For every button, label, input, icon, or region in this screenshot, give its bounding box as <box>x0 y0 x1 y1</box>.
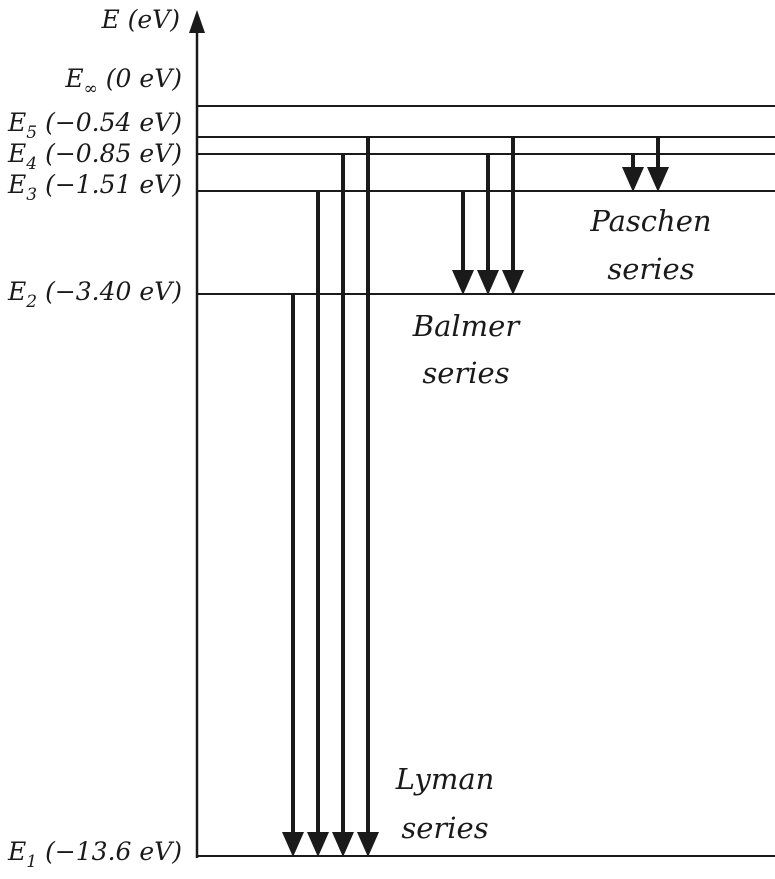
paschen-transition-arrow <box>647 137 669 192</box>
energy-levels: E∞ (0 eV)E5 (−0.54 eV)E4 (−0.85 eV)E3 (−… <box>7 64 775 872</box>
energy-level-label: E3 (−1.51 eV) <box>7 170 182 205</box>
energy-level-label: E1 (−13.6 eV) <box>7 837 182 872</box>
balmer-transition-arrow <box>477 154 499 295</box>
energy-axis: E (eV) <box>100 5 205 858</box>
level-symbol: E <box>7 277 26 306</box>
level-symbol: E <box>7 837 26 866</box>
level-symbol: E <box>7 170 26 199</box>
lyman-transition-arrow <box>307 191 329 857</box>
level-symbol: E <box>64 64 83 93</box>
level-subscript: 5 <box>26 123 37 143</box>
energy-level-label: E∞ (0 eV) <box>64 64 182 99</box>
paschen-series-label-line2: series <box>607 252 694 286</box>
lyman-transition-arrow <box>357 137 379 857</box>
balmer-transition-arrow <box>502 137 524 295</box>
energy-axis-arrowhead <box>189 10 205 33</box>
balmer-transition-arrow <box>452 191 474 295</box>
energy-level-label: E4 (−0.85 eV) <box>7 139 182 174</box>
level-energy: (−0.85 eV) <box>37 139 182 168</box>
level-subscript: 3 <box>26 185 37 205</box>
level-symbol: E <box>7 139 26 168</box>
level-energy: (−3.40 eV) <box>37 277 182 306</box>
paschen-series-label-line1: Paschen <box>589 204 711 238</box>
level-symbol: E <box>7 108 26 137</box>
paschen-transition-arrow <box>622 154 644 192</box>
level-subscript: ∞ <box>84 79 98 99</box>
balmer-series-label-line2: series <box>422 356 509 390</box>
level-energy: (−13.6 eV) <box>37 837 182 866</box>
balmer-series-label-line1: Balmer <box>412 309 522 343</box>
level-subscript: 2 <box>25 292 37 312</box>
lyman-transition-arrow <box>282 294 304 857</box>
level-subscript: 1 <box>26 852 37 872</box>
lyman-series-label-line1: Lyman <box>395 762 495 796</box>
lyman-series-label-line2: series <box>401 811 488 845</box>
level-energy: (0 eV) <box>98 64 182 93</box>
level-energy: (−1.51 eV) <box>37 170 182 199</box>
energy-axis-label: E (eV) <box>100 5 180 34</box>
transition-arrows <box>282 137 669 857</box>
energy-level-label: E2 (−3.40 eV) <box>7 277 182 312</box>
level-subscript: 4 <box>25 154 37 174</box>
energy-level-label: E5 (−0.54 eV) <box>7 108 182 143</box>
level-energy: (−0.54 eV) <box>37 108 182 137</box>
lyman-transition-arrow <box>332 154 354 857</box>
